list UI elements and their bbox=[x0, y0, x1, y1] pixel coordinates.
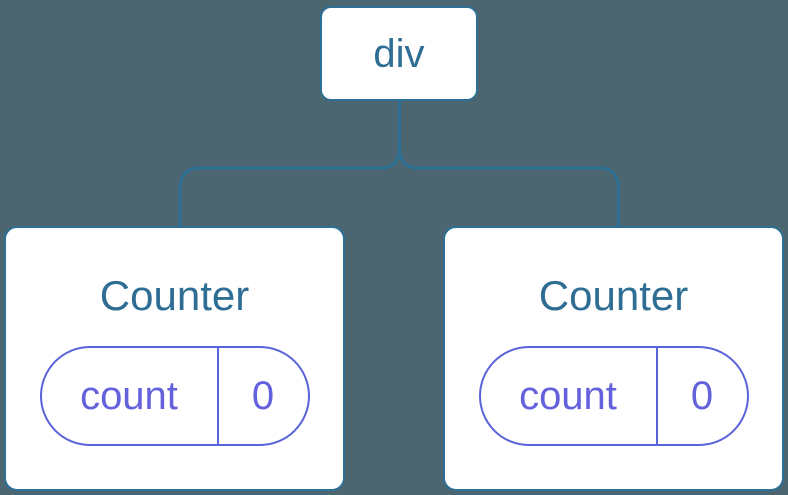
connector-right-branch bbox=[398, 101, 620, 226]
state-key: count bbox=[481, 348, 658, 445]
counter-title: Counter bbox=[99, 272, 250, 319]
state-pill: count 0 bbox=[478, 346, 749, 447]
counter-title: Counter bbox=[538, 272, 689, 319]
root-node-label: div bbox=[373, 31, 425, 76]
connector-left-branch bbox=[178, 101, 401, 226]
state-value: 0 bbox=[251, 374, 275, 419]
counter-node-left: Counter count 0 bbox=[4, 226, 345, 491]
root-node: div bbox=[320, 6, 478, 101]
state-pill: count 0 bbox=[39, 346, 310, 447]
state-value: 0 bbox=[690, 374, 714, 419]
counter-node-right: Counter count 0 bbox=[443, 226, 784, 491]
state-key: count bbox=[42, 348, 219, 445]
